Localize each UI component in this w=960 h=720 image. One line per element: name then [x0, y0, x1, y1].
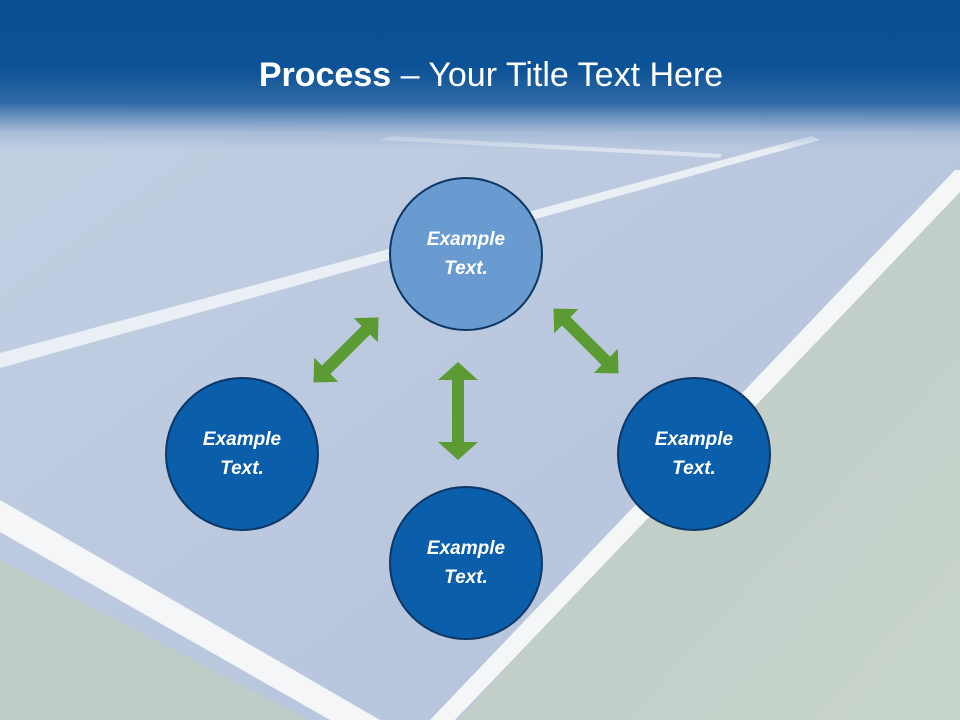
node-label-line2: Text. — [444, 258, 488, 279]
slide-title: Process – Your Title Text Here — [0, 52, 960, 98]
node-label-line1: Example — [654, 429, 734, 450]
node-label-line2: Text. — [444, 567, 488, 588]
node-label-line1: Example — [426, 538, 506, 559]
node-label-line2: Text. — [220, 458, 264, 479]
node-label-line1: Example — [202, 429, 282, 450]
process-node-left: Example Text. — [165, 377, 319, 531]
title-bold-part: Process — [258, 56, 392, 94]
double-arrow-right — [553, 308, 619, 374]
double-arrow-center — [438, 362, 478, 460]
node-label-line2: Text. — [672, 458, 716, 479]
node-label-line1: Example — [426, 229, 506, 250]
double-arrow-left — [313, 317, 379, 383]
process-node-right: Example Text. — [617, 377, 771, 531]
title-band — [0, 0, 960, 150]
process-node-bottom: Example Text. — [389, 486, 543, 640]
process-node-top: Example Text. — [389, 177, 543, 331]
title-rest-part: – Your Title Text Here — [391, 56, 724, 94]
